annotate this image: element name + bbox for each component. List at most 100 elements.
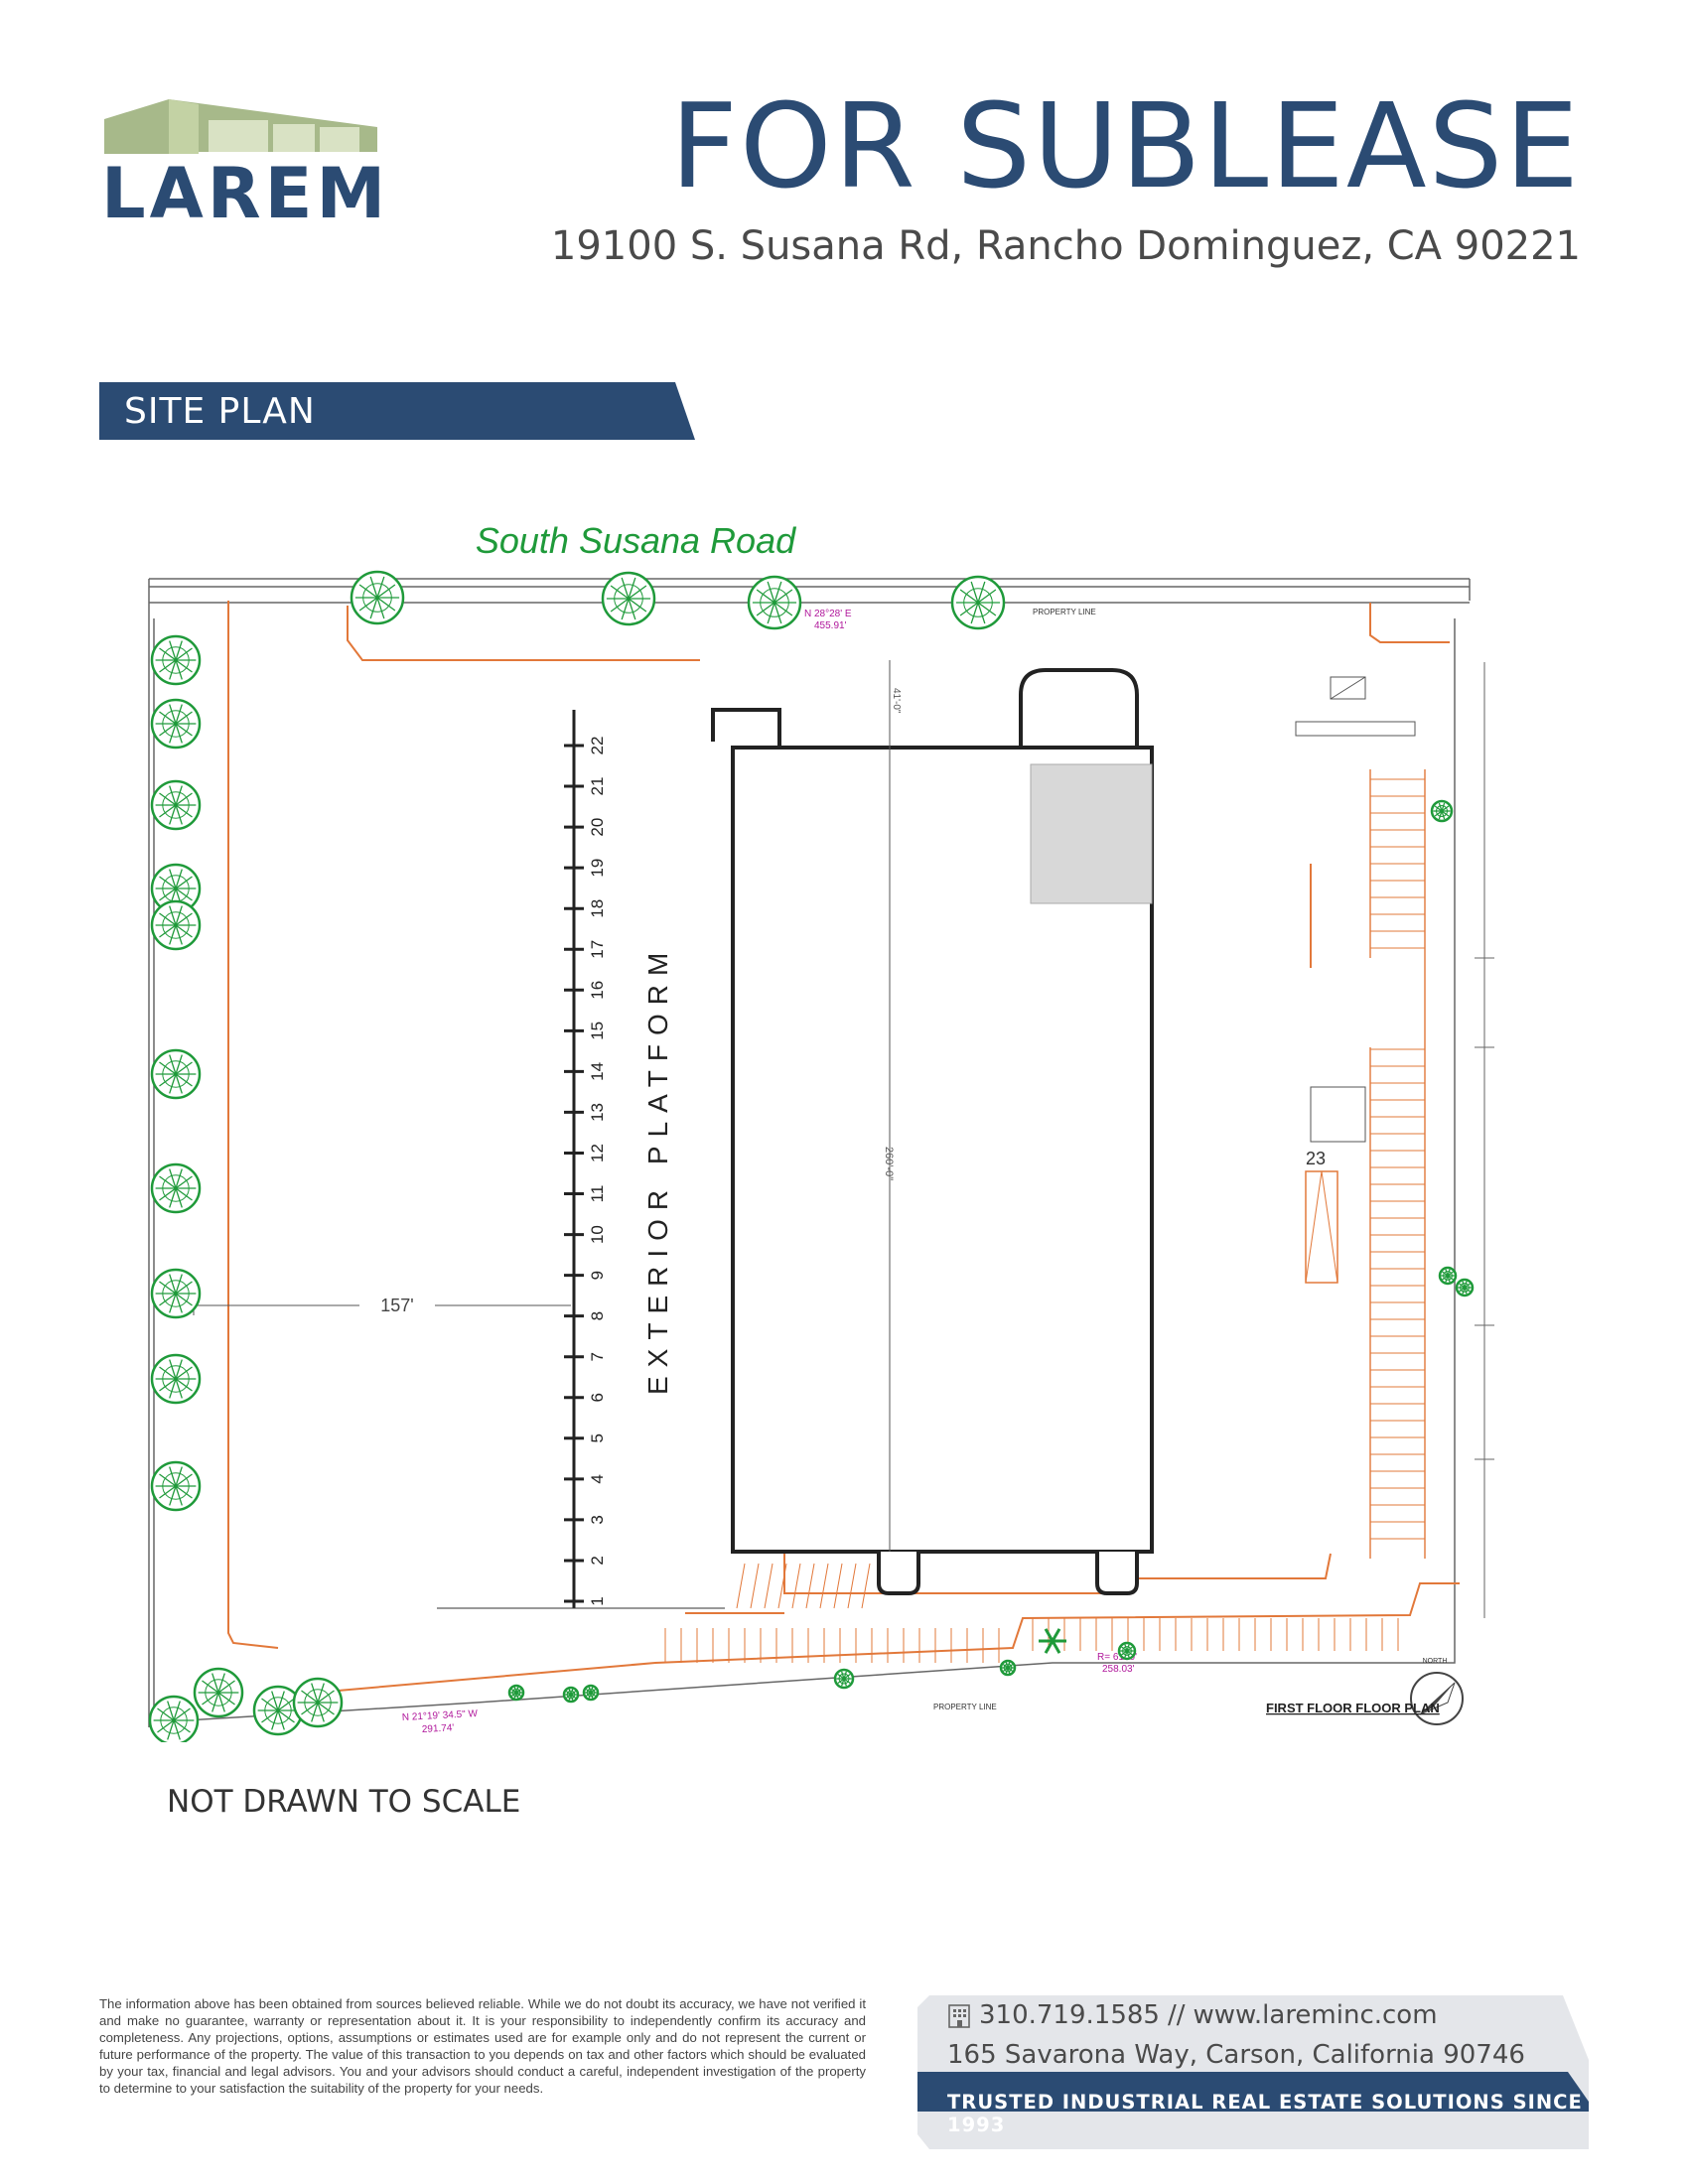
tree-icon	[148, 1695, 200, 1746]
dock-door-number: 9	[588, 1271, 607, 1280]
parking-stripe	[805, 1563, 815, 1609]
dock-door-number: 5	[588, 1433, 607, 1442]
dock-door-number: 22	[588, 737, 607, 755]
dock-door-number: 21	[588, 777, 607, 796]
tree-icon	[833, 1668, 855, 1690]
tree-icon	[950, 575, 1006, 630]
parking-stripe	[791, 1563, 801, 1609]
tree-icon	[150, 634, 202, 686]
contact-block-bg	[917, 1995, 1589, 2149]
section-heading-label: SITE PLAN	[124, 391, 316, 432]
tree-icon	[1455, 1278, 1475, 1297]
tree-icon	[150, 1353, 202, 1405]
tree-icon	[193, 1667, 244, 1718]
tree-icon	[350, 570, 405, 625]
contact-block: 310.719.1585 // www.lareminc.com 165 Sav…	[917, 1990, 1589, 2154]
dock-door-number: 12	[588, 1144, 607, 1162]
site-plan: South Susana Road	[139, 511, 1509, 1746]
building-length-dim: 260'-0"	[883, 1147, 895, 1180]
curb-lines	[227, 601, 1460, 1699]
curve-length-label: 258.03'	[1102, 1664, 1135, 1675]
street-name-label: South Susana Road	[476, 520, 796, 561]
tree-icon	[292, 1677, 344, 1728]
parking-stripe	[847, 1563, 857, 1609]
dock-door-number: 7	[588, 1352, 607, 1361]
tree-icon	[150, 698, 202, 750]
parking-stripe	[833, 1563, 843, 1609]
dock-door-number: 15	[588, 1022, 607, 1040]
bearing-north-length: 455.91'	[814, 620, 847, 631]
dock-door-number: 17	[588, 940, 607, 959]
curve-radius-label: R= 6150'	[1097, 1652, 1137, 1663]
north-arrow-icon: NORTH	[1410, 1658, 1464, 1725]
tree-icon	[150, 899, 202, 951]
tree-icon	[1438, 1266, 1458, 1286]
parking-stripes-east	[1370, 778, 1425, 1540]
floor-plan-title: FIRST FLOOR FLOOR PLAN	[1266, 1701, 1440, 1715]
tree-icon	[150, 779, 202, 831]
dock-door-number: 11	[588, 1185, 607, 1203]
property-line-label-north: PROPERTY LINE	[1033, 608, 1096, 616]
parking-stripe	[736, 1563, 746, 1609]
exterior-platform-label: EXTERIOR PLATFORM	[642, 944, 673, 1395]
larem-logo: LAREM	[99, 94, 397, 243]
tree-icon	[601, 571, 656, 626]
dock-door-number: 16	[588, 981, 607, 1000]
building-width-dim: 41'-0"	[891, 688, 902, 714]
dock-door-number: 1	[588, 1596, 607, 1605]
depth-dimension: 157'	[193, 1292, 571, 1317]
tree-icon	[582, 1684, 600, 1702]
tree-icon	[150, 1268, 202, 1319]
contact-phone[interactable]: 310.719.1585	[979, 2000, 1160, 2030]
tree-icon	[1117, 1641, 1137, 1661]
tree-icon	[150, 1460, 202, 1512]
parking-stalls-east	[1369, 769, 1426, 1559]
contact-website[interactable]: www.lareminc.com	[1193, 2000, 1438, 2030]
logo-roof-graphic	[104, 99, 377, 156]
landscape-trees	[148, 570, 1475, 1746]
contact-phone-web: 310.719.1585 // www.lareminc.com	[947, 2000, 1438, 2031]
section-heading: SITE PLAN	[99, 382, 695, 442]
contact-separator: //	[1167, 2000, 1186, 2030]
logo-wordmark: LAREM	[101, 153, 390, 234]
parking-stripe	[777, 1563, 787, 1609]
north-label: NORTH	[1423, 1658, 1448, 1665]
dock-door-number: 13	[588, 1103, 607, 1122]
dock-door-number: 19	[588, 859, 607, 878]
dock-door-number: 3	[588, 1515, 607, 1524]
dock-door-number: 2	[588, 1556, 607, 1565]
tree-icon	[999, 1659, 1017, 1677]
dock-door-number: 4	[588, 1474, 607, 1483]
parking-stripe	[764, 1563, 774, 1609]
dock-door-number: 14	[588, 1062, 607, 1081]
parking-stripe	[750, 1563, 760, 1609]
section-heading-bg	[99, 382, 695, 440]
site-plan-drawing: South Susana Road	[148, 520, 1494, 1746]
side-door-number: 23	[1306, 1149, 1326, 1168]
east-ramp	[1295, 676, 1416, 1143]
tree-icon	[562, 1686, 580, 1704]
page-title: FOR SUBLEASE	[670, 77, 1581, 214]
depth-dimension-label: 157'	[380, 1296, 413, 1315]
east-dimension-lines	[1475, 662, 1494, 1618]
bearing-south-length: 291.74'	[422, 1722, 455, 1735]
tree-icon	[1430, 799, 1454, 823]
main-building: 260'-0" 41'-0"	[711, 660, 1154, 1595]
scale-note: NOT DRAWN TO SCALE	[167, 1784, 521, 1820]
building-icon	[948, 2003, 970, 2028]
tree-icon	[747, 575, 802, 630]
bearing-north-label: N 28°28' E	[804, 609, 852, 619]
parking-stripe	[861, 1563, 871, 1609]
bearing-south-label: N 21°19' 34.5" W	[402, 1708, 479, 1723]
dock-door-number: 8	[588, 1311, 607, 1320]
dock-door-number: 10	[588, 1225, 607, 1244]
company-tagline: TRUSTED INDUSTRIAL REAL ESTATE SOLUTIONS…	[947, 2091, 1583, 2137]
tree-icon	[507, 1684, 525, 1702]
property-address: 19100 S. Susana Rd, Rancho Dominguez, CA…	[550, 223, 1581, 269]
property-line-label-south: PROPERTY LINE	[933, 1703, 997, 1711]
dock-door-number: 6	[588, 1393, 607, 1402]
office-address: 165 Savarona Way, Carson, California 907…	[947, 2040, 1525, 2070]
parking-stripes-southwest	[736, 1563, 871, 1609]
parking-stripes-south	[664, 1618, 1399, 1663]
